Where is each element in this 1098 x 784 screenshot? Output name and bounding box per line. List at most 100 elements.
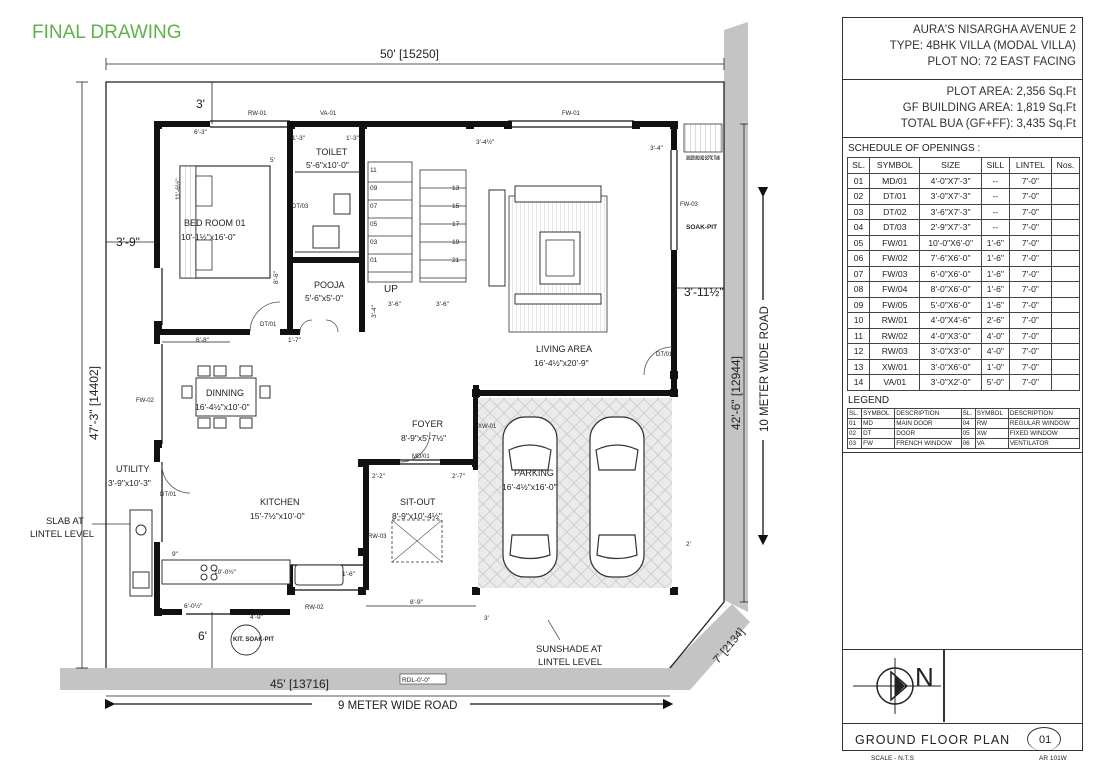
legend-cell: VA — [974, 437, 1009, 449]
schedule-cell: -- — [980, 203, 1010, 220]
schedule-cell: 07 — [846, 265, 871, 282]
schedule-cell — [1050, 296, 1081, 313]
schedule-cell: 01 — [846, 172, 871, 189]
legend-cell: 04 — [960, 417, 976, 429]
total-bua: TOTAL BUA (GF+FF): 3,435 Sq.Ft — [900, 118, 1076, 130]
schedule-cell — [1050, 188, 1081, 205]
schedule-cell: RW/02 — [869, 327, 921, 344]
schedule-cell: 7'-0" — [1008, 188, 1052, 205]
dim-setback-bottom: 6' — [198, 629, 207, 643]
sd20: 8'-6" — [273, 270, 280, 284]
schedule-cell: 1'-6" — [980, 265, 1010, 282]
legend-header: DESCRIPTION — [894, 407, 962, 419]
sd5: 3'-4" — [650, 145, 664, 152]
schedule-cell: 1'-6" — [980, 296, 1010, 313]
schedule-cell: DT/01 — [869, 188, 921, 205]
schedule-cell: 11 — [846, 327, 871, 344]
utility-name: UTILITY — [116, 464, 150, 474]
north-area: N — [843, 649, 1082, 724]
legend-cell: 05 — [960, 427, 976, 439]
septic-label: UNDERGROUND SEPTIC TANK — [686, 156, 720, 162]
schedule-cell: 02 — [846, 188, 871, 205]
sd23: 5' — [270, 157, 275, 164]
schedule-cell: 4'-0" — [980, 327, 1010, 344]
columns — [154, 121, 678, 616]
soak-pit-label: SOAK-PIT — [686, 224, 717, 231]
dining-table-icon — [181, 365, 271, 429]
schedule-cell: DT/03 — [869, 219, 921, 236]
schedule-cell: -- — [980, 188, 1010, 205]
schedule-cell: DT/02 — [869, 203, 921, 220]
schedule-header: SYMBOL — [869, 157, 921, 174]
slab-label: SLAB AT LINTEL LEVEL — [30, 516, 94, 540]
tag-xw01: XW-01 — [478, 424, 497, 430]
schedule-cell: 09 — [846, 296, 871, 313]
parking-name: PARKING — [514, 468, 554, 478]
schedule-cell — [1050, 281, 1081, 298]
tag-dt03: DT/03 — [292, 204, 309, 210]
sd7: 1'-7" — [288, 337, 302, 344]
room-labels: BED ROOM 01 10'-1½"x16'-0" TOILET 5'-6"x… — [108, 147, 592, 521]
dim-right: 42'-6" [12944] — [729, 356, 743, 430]
schedule-cell: 1'-6" — [980, 234, 1010, 251]
stair-number: 05 — [370, 221, 378, 228]
schedule-cell: 2'-9"X7'-3" — [919, 219, 982, 236]
schedule-cell: 10 — [846, 312, 871, 329]
schedule-cell: 5'-0"X6'-0" — [919, 296, 982, 313]
tag-fw03: FW-03 — [680, 202, 699, 208]
schedule-cell: 7'-0" — [1008, 374, 1052, 391]
legend-header: SL. — [846, 407, 863, 419]
legend-cell: 01 — [846, 417, 863, 429]
tag-fw02: FW-02 — [136, 398, 155, 404]
schedule-cell: 10'-0"X6'-0" — [919, 234, 982, 251]
dinning-name: DINNING — [206, 388, 244, 398]
stair-number: 15 — [452, 203, 460, 210]
tag-dt01-c: DT/01 — [160, 492, 177, 498]
schedule-cell: -- — [980, 172, 1010, 189]
schedule-cell: 08 — [846, 281, 871, 298]
schedule-cell: RW/01 — [869, 312, 921, 329]
toilet-fittings — [295, 171, 360, 253]
stair-number: 01 — [370, 257, 378, 264]
schedule-cell: FW/03 — [869, 265, 921, 282]
stair-number: 13 — [452, 185, 460, 192]
utility-size: 3'-9"x10'-3" — [108, 478, 151, 488]
schedule-cell: 2'-6" — [980, 312, 1010, 329]
sd11: 2'-7" — [452, 473, 466, 480]
schedule-cell: 6'-0"X6'-0" — [919, 265, 982, 282]
schedule-header: SIZE — [919, 157, 982, 174]
toilet-name: TOILET — [316, 147, 348, 157]
stair-number: 17 — [452, 221, 460, 228]
north-label: N — [915, 661, 934, 692]
dinning-size: 16'-4½"x10'-0" — [195, 402, 250, 412]
schedule-cell: -- — [980, 219, 1010, 236]
notes-area — [843, 451, 1082, 650]
schedule-cell: 7'-0" — [1008, 250, 1052, 267]
area-info: PLOT AREA: 2,356 Sq.Ft GF BUILDING AREA:… — [843, 80, 1082, 138]
legend-cell: DT — [861, 427, 896, 439]
sd10: 2'-2" — [372, 473, 386, 480]
tag-md01: MD/01 — [412, 454, 430, 460]
schedule-cell: 4'-0" — [980, 343, 1010, 360]
sitout-box — [391, 519, 443, 563]
dim-left: 47'-3" [14402] — [87, 366, 101, 440]
schedule-cell: FW/01 — [869, 234, 921, 251]
dim-setback-right: 3'-11½" — [684, 285, 724, 299]
schedule-cell: 3'-6"X7'-3" — [919, 203, 982, 220]
schedule-cell: 04 — [846, 219, 871, 236]
legend-cell: VENTILATOR — [1007, 437, 1081, 449]
legend-header: SYMBOL — [861, 407, 896, 419]
project-type: TYPE: 4BHK VILLA (MODAL VILLA) — [889, 40, 1076, 52]
schedule-cell: 7'-0" — [1008, 343, 1052, 360]
legend-cell: XW — [974, 427, 1009, 439]
schedule-cell: 8'-0"X6'-0" — [919, 281, 982, 298]
sd13: 6'-0½" — [184, 602, 203, 610]
tag-fw01: FW-01 — [562, 111, 581, 117]
schedule-cell — [1050, 172, 1081, 189]
